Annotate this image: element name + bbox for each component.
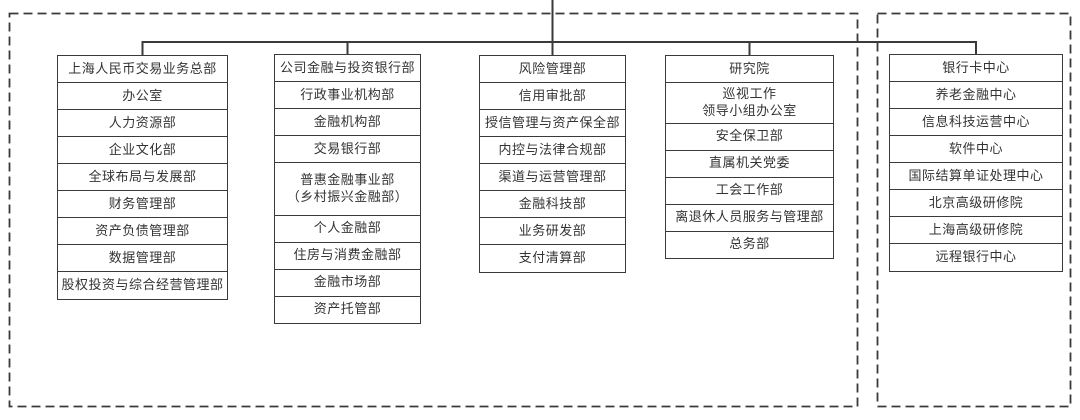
org-box: 财务管理部 <box>57 190 228 219</box>
org-box: 住房与消费金融部 <box>274 241 421 270</box>
org-column-general-management: 上海人民币交易业务总部办公室人力资源部企业文化部全球布局与发展部财务管理部资产负… <box>57 55 228 300</box>
org-box: 内控与法律合规部 <box>479 136 626 165</box>
org-box: 软件中心 <box>889 135 1063 164</box>
org-box: 人力资源部 <box>57 109 228 138</box>
org-box: 股权投资与综合经营管理部 <box>57 271 228 300</box>
org-box: 远程银行中心 <box>889 243 1063 272</box>
org-box: 办公室 <box>57 82 228 111</box>
org-box: 工会工作部 <box>665 176 834 205</box>
org-box: 北京高级研修院 <box>889 189 1063 218</box>
org-box: 养老金融中心 <box>889 81 1063 110</box>
org-box: 渠道与运营管理部 <box>479 163 626 192</box>
org-box: 上海人民币交易业务总部 <box>57 55 228 84</box>
org-column-centers: 银行卡中心养老金融中心信息科技运营中心软件中心国际结算单证处理中心北京高级研修院… <box>889 54 1063 272</box>
org-box: 风险管理部 <box>479 55 626 84</box>
org-box: 安全保卫部 <box>665 122 834 151</box>
org-box: 支付清算部 <box>479 244 626 273</box>
org-box: 离退休人员服务与管理部 <box>665 203 834 232</box>
org-box: 业务研发部 <box>479 217 626 246</box>
org-box: 企业文化部 <box>57 136 228 165</box>
org-box: 交易银行部 <box>274 135 421 164</box>
org-box: 总务部 <box>665 230 834 259</box>
org-box: 公司金融与投资银行部 <box>274 54 421 83</box>
org-box: 国际结算单证处理中心 <box>889 162 1063 191</box>
org-box: 信用审批部 <box>479 82 626 111</box>
org-box: 行政事业机构部 <box>274 81 421 110</box>
org-box: 普惠金融事业部 （乡村振兴金融部） <box>274 162 421 216</box>
org-box: 金融科技部 <box>479 190 626 219</box>
main-dashed-frame <box>8 12 859 408</box>
org-box: 资产负债管理部 <box>57 217 228 246</box>
org-box: 直属机关党委 <box>665 149 834 178</box>
org-column-risk-operations: 风险管理部信用审批部授信管理与资产保全部内控与法律合规部渠道与运营管理部金融科技… <box>479 55 626 273</box>
org-box: 全球布局与发展部 <box>57 163 228 192</box>
org-box: 巡视工作 领导小组办公室 <box>665 82 834 124</box>
org-box: 金融机构部 <box>274 108 421 137</box>
org-column-business-lines: 公司金融与投资银行部行政事业机构部金融机构部交易银行部普惠金融事业部 （乡村振兴… <box>274 54 421 324</box>
org-box: 授信管理与资产保全部 <box>479 109 626 138</box>
org-box: 信息科技运营中心 <box>889 108 1063 137</box>
org-box: 资产托管部 <box>274 295 421 324</box>
org-box: 银行卡中心 <box>889 54 1063 83</box>
org-box: 上海高级研修院 <box>889 216 1063 245</box>
org-box: 数据管理部 <box>57 244 228 273</box>
org-column-support-party: 研究院巡视工作 领导小组办公室安全保卫部直属机关党委工会工作部离退休人员服务与管… <box>665 55 834 259</box>
org-box: 研究院 <box>665 55 834 84</box>
org-box: 个人金融部 <box>274 214 421 243</box>
org-box: 金融市场部 <box>274 268 421 297</box>
